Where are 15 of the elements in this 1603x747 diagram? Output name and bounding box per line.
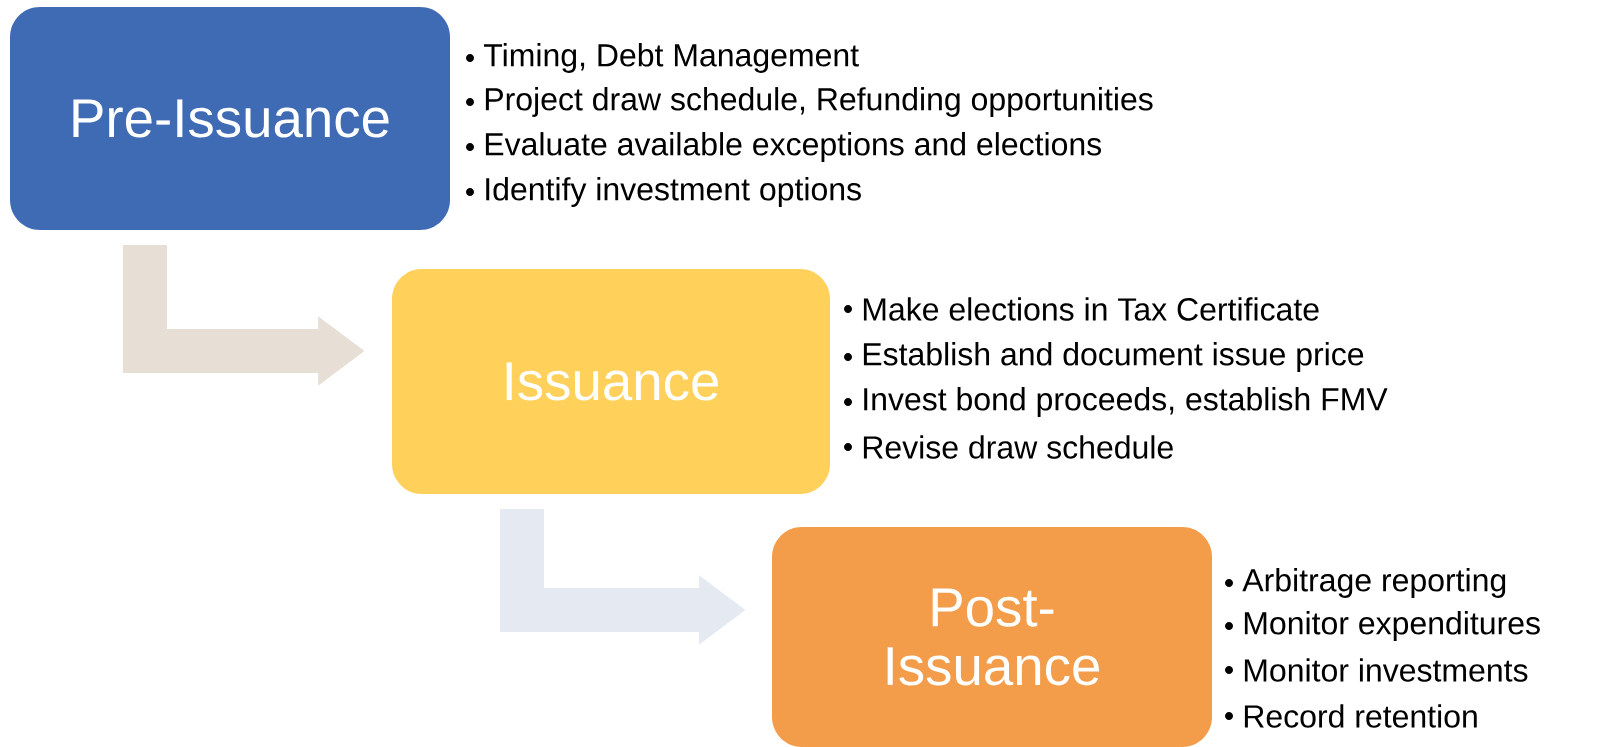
bullet-item: Monitor investments <box>1244 658 1528 682</box>
bullet-item: Project draw schedule, Refunding opportunities <box>485 87 1153 117</box>
bullet-item: Revise draw schedule <box>863 435 1173 459</box>
bullet-item: Evaluate available exceptions and elections <box>485 132 1102 162</box>
bullet-item: Timing, Debt Management <box>484 43 859 73</box>
bullet-item: Invest bond proceeds, establish FMV <box>864 387 1388 417</box>
bullet-item: Arbitrage reporting <box>1242 568 1506 598</box>
bullet-item: Record retention <box>1244 704 1477 728</box>
bullet-item: Identify investment options <box>486 177 861 207</box>
stage-box: Issuance <box>392 269 830 494</box>
stage-box: Post- Issuance <box>772 527 1212 747</box>
bullet-item: Monitor expenditures <box>1244 611 1540 641</box>
stage-box: Pre-Issuance <box>10 7 450 230</box>
bullet-item: Make elections in Tax Certificate <box>863 297 1319 321</box>
bullet-item: Establish and document issue price <box>863 342 1364 372</box>
